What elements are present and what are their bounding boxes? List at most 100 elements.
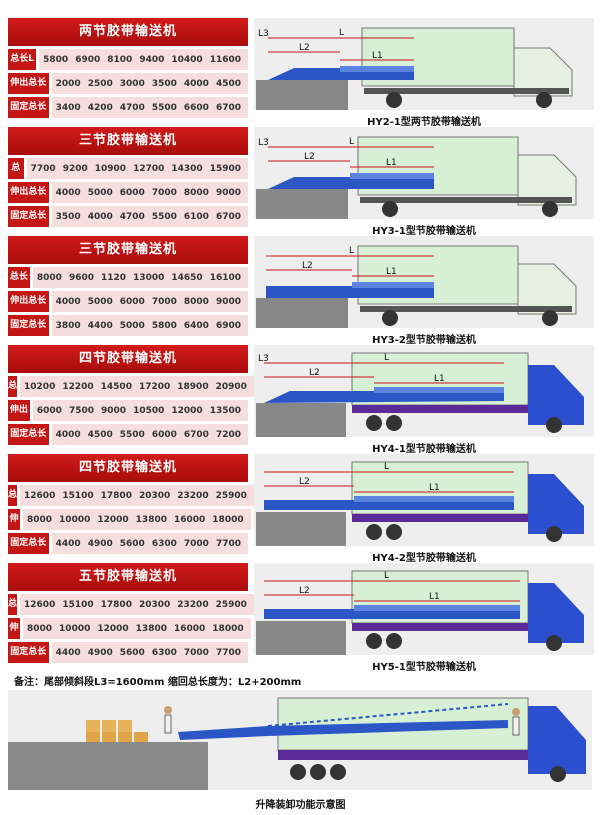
trailer-chassis: [352, 514, 528, 522]
trailer-chassis: [352, 405, 528, 413]
conveyor-extend: [340, 66, 414, 72]
value-cell: 12700: [133, 163, 165, 174]
conveyor-extend: [374, 387, 504, 393]
value-cell: 10500: [133, 405, 165, 416]
loading-dock: [256, 189, 348, 219]
value-cell: 18000: [212, 514, 244, 525]
label-l1: L1: [429, 592, 440, 602]
value-cell: 14650: [171, 272, 203, 283]
caption-hy2-1: HY2-1型两节胶带输送机: [367, 117, 481, 128]
value-cell: 25900: [215, 490, 247, 501]
wheel: [290, 764, 306, 780]
trailer-chassis: [352, 623, 528, 631]
lift-range-line: [267, 703, 509, 727]
value-cell: 7000: [151, 296, 177, 307]
label-l: L: [384, 571, 389, 581]
truck-chassis: [360, 197, 572, 203]
value-cell: 3500: [151, 78, 177, 89]
value-cell: 8000: [26, 623, 53, 634]
value-cell: 4400: [87, 320, 113, 331]
conveyor-base: [264, 500, 514, 510]
wheel: [330, 764, 346, 780]
label-l2: L2: [309, 368, 320, 378]
value-cell: 13500: [209, 405, 241, 416]
diagram-hy5-1: L L2 L1: [254, 563, 594, 655]
label-l: L: [349, 137, 354, 147]
caption-hy3-2: HY3-2型节胶带输送机: [372, 335, 476, 346]
conveyor-extend: [354, 605, 520, 611]
value-cell: 5500: [151, 102, 177, 113]
value-cell: 9000: [101, 405, 127, 416]
conveyor-truck-illustration: L3 L L2 L1: [256, 352, 584, 437]
row-label-total: 总长L: [8, 158, 24, 194]
trailer-chassis: [278, 750, 528, 760]
conveyor-truck-illustration: L L2 L1: [256, 570, 584, 655]
value-cell: 6900: [75, 54, 101, 65]
loading-dock: [256, 512, 346, 546]
label-l2: L2: [299, 43, 310, 53]
value-cell: 7000: [183, 538, 209, 549]
value-cell: 6700: [215, 102, 241, 113]
row-label-fixed: 固定总长L2: [8, 315, 49, 351]
loading-dock: [256, 403, 346, 437]
label-l3: L3: [258, 138, 269, 148]
value-cell: 17200: [138, 381, 171, 392]
cargo-carton: [86, 732, 100, 742]
cargo-carton: [118, 732, 132, 742]
wheel: [386, 415, 402, 431]
value-cell: 6300: [151, 538, 177, 549]
cargo-carton: [118, 720, 132, 732]
value-cell: 10400: [171, 54, 203, 65]
label-l: L: [339, 28, 344, 38]
wheel: [386, 633, 402, 649]
row-label-fixed: 固定总长L2: [8, 642, 49, 678]
conveyor-truck-illustration: L3 L L2 L1: [256, 27, 573, 110]
loading-dock: [256, 298, 348, 328]
worker-figure: [164, 714, 172, 734]
label-l: L: [384, 353, 389, 363]
wheel: [382, 201, 398, 217]
row-total: 总长L126001510017800203002320025900: [8, 485, 254, 542]
value-cell: 3000: [119, 78, 145, 89]
section-title: 四节胶带输送机: [8, 454, 248, 482]
cargo-carton: [86, 720, 100, 732]
lifting-illustration: [8, 697, 586, 790]
loading-dock: [256, 621, 346, 655]
caption-hy4-2: HY4-2型节胶带输送机: [372, 553, 476, 564]
value-cell: 3800: [55, 320, 81, 331]
value-cell: 6000: [119, 187, 145, 198]
value-cell: 18900: [177, 381, 209, 392]
worker-figure: [512, 716, 520, 736]
value-cell: 13800: [135, 623, 167, 634]
wheel: [550, 766, 566, 782]
conveyor-truck-illustration: L3 L L2 L1: [256, 136, 577, 219]
wheel: [542, 201, 558, 217]
truck-cab: [528, 474, 584, 534]
value-cell: 12600: [24, 599, 56, 610]
wheel: [542, 310, 558, 326]
conveyor-truck-illustration: L L2 L1: [256, 245, 577, 328]
value-cell: 13000: [133, 272, 165, 283]
value-cell: 8000: [183, 296, 209, 307]
section-title: 五节胶带输送机: [8, 563, 248, 591]
value-cell: 11600: [209, 54, 241, 65]
wheel: [382, 310, 398, 326]
row-label-fixed: 固定总长L2: [8, 424, 49, 460]
label-l3: L3: [258, 29, 269, 39]
row-total: 总长L800096001120130001465016100: [8, 267, 248, 303]
section-title: 三节胶带输送机: [8, 236, 248, 264]
value-cell: 5800: [43, 54, 69, 65]
value-cell: 15100: [62, 490, 94, 501]
row-label-extend: 伸出总长L1: [8, 291, 49, 327]
value-cell: 4700: [119, 211, 145, 222]
